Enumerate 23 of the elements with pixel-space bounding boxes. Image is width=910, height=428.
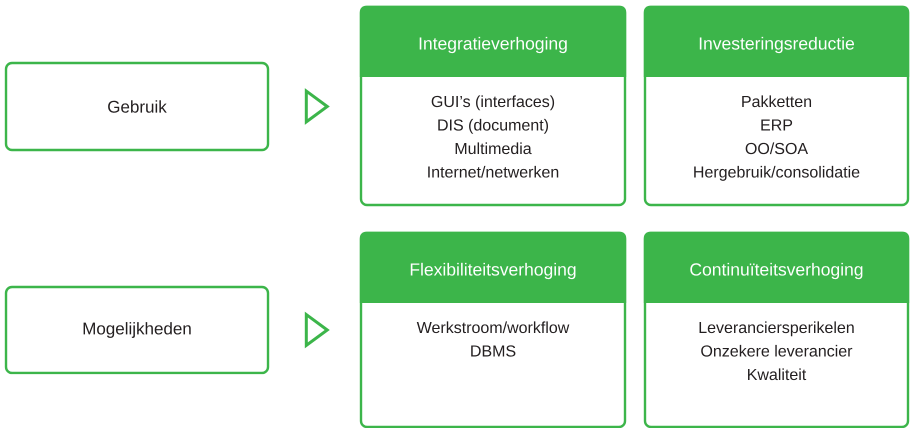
list-item: GUI’s (interfaces) (432, 95, 554, 110)
label-box: Gebruik (4, 62, 270, 152)
list-item: Hergebruik/consolidatie (694, 166, 860, 181)
list-item: DBMS (471, 345, 516, 357)
card (644, 232, 910, 428)
list-item: Pakketten (742, 95, 812, 108)
list-item: Onzekere leverancier (701, 344, 852, 357)
list-item: Leveranciersperikelen (700, 321, 854, 336)
list-item: Multimedia (456, 142, 532, 154)
card (644, 6, 910, 206)
label-box: Mogelijkheden (4, 286, 270, 374)
list-item: ERP (761, 119, 792, 130)
list-item: Kwaliteit (748, 368, 806, 380)
card (360, 6, 626, 206)
card-title: Integratieverhoging (420, 36, 567, 54)
list-item: DIS (document) (438, 118, 548, 134)
list-item: Internet/netwerken (428, 166, 558, 178)
list-item: Werkstroom/workflow (416, 321, 570, 334)
card-title: Flexibiliteitsverhoging (410, 262, 576, 280)
list-item: OO/SOA (746, 142, 808, 154)
card-title: Investeringsreductie (700, 36, 854, 54)
card-title: Continuïteitsverhoging (690, 262, 862, 280)
card (360, 232, 626, 428)
